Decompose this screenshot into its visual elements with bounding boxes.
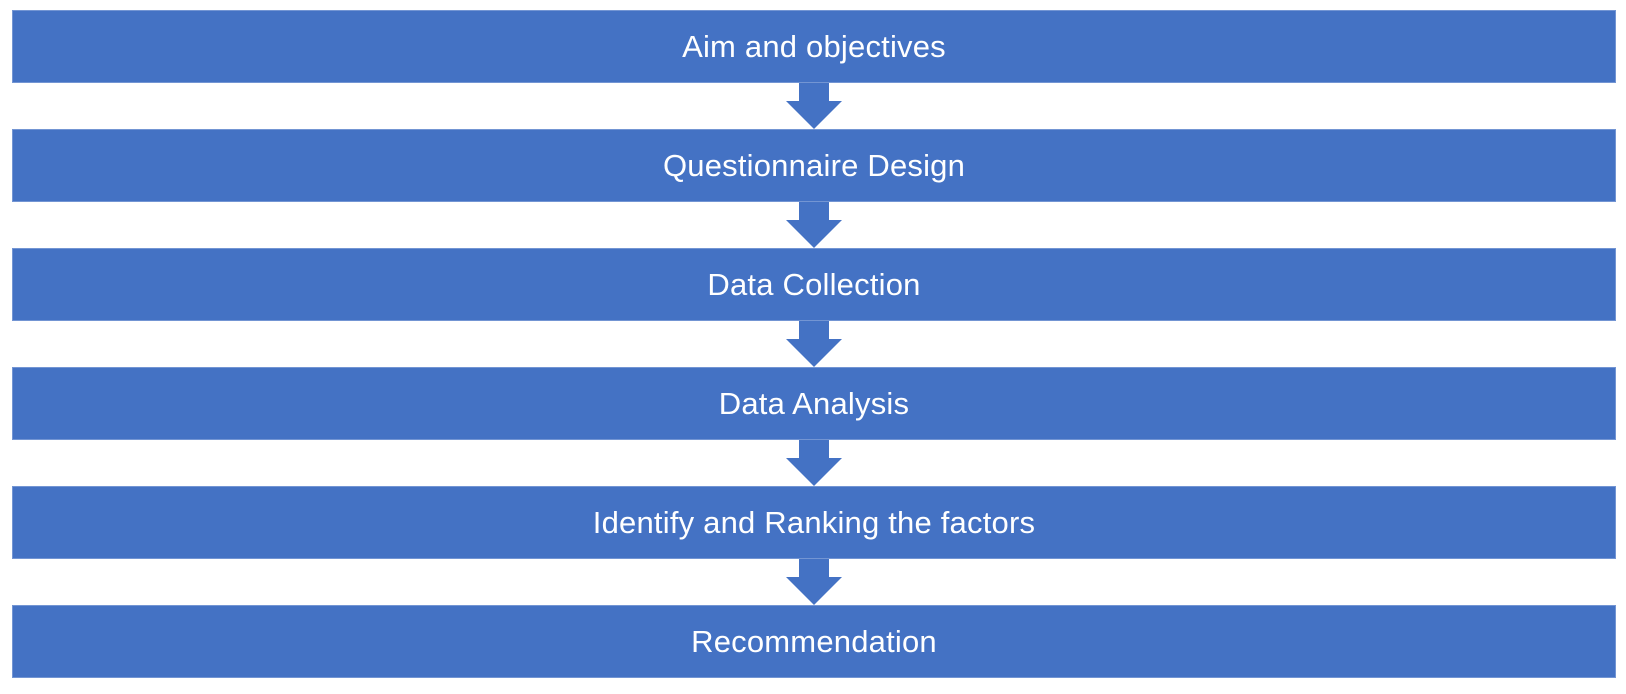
- flow-step-questionnaire-design: Questionnaire Design: [12, 129, 1616, 202]
- flow-step-data-analysis: Data Analysis: [12, 367, 1616, 440]
- step-label: Recommendation: [691, 624, 937, 659]
- connector-row: [12, 440, 1616, 486]
- step-label: Data Collection: [707, 267, 921, 302]
- connector-row: [12, 559, 1616, 605]
- step-label: Aim and objectives: [682, 29, 946, 64]
- connector-row: [12, 202, 1616, 248]
- step-label: Identify and Ranking the factors: [592, 505, 1036, 540]
- flow-step-recommendation: Recommendation: [12, 605, 1616, 678]
- flow-step-identify-and-ranking-the-factors: Identify and Ranking the factors: [12, 486, 1616, 559]
- down-arrow-icon: [786, 202, 842, 248]
- down-arrow-icon: [786, 321, 842, 367]
- connector-row: [12, 321, 1616, 367]
- step-label: Data Analysis: [718, 386, 910, 421]
- connector-row: [12, 83, 1616, 129]
- down-arrow-icon: [786, 83, 842, 129]
- down-arrow-icon: [786, 440, 842, 486]
- step-label: Questionnaire Design: [662, 148, 966, 183]
- flow-step-data-collection: Data Collection: [12, 248, 1616, 321]
- flow-step-aim-and-objectives: Aim and objectives: [12, 10, 1616, 83]
- down-arrow-icon: [786, 559, 842, 605]
